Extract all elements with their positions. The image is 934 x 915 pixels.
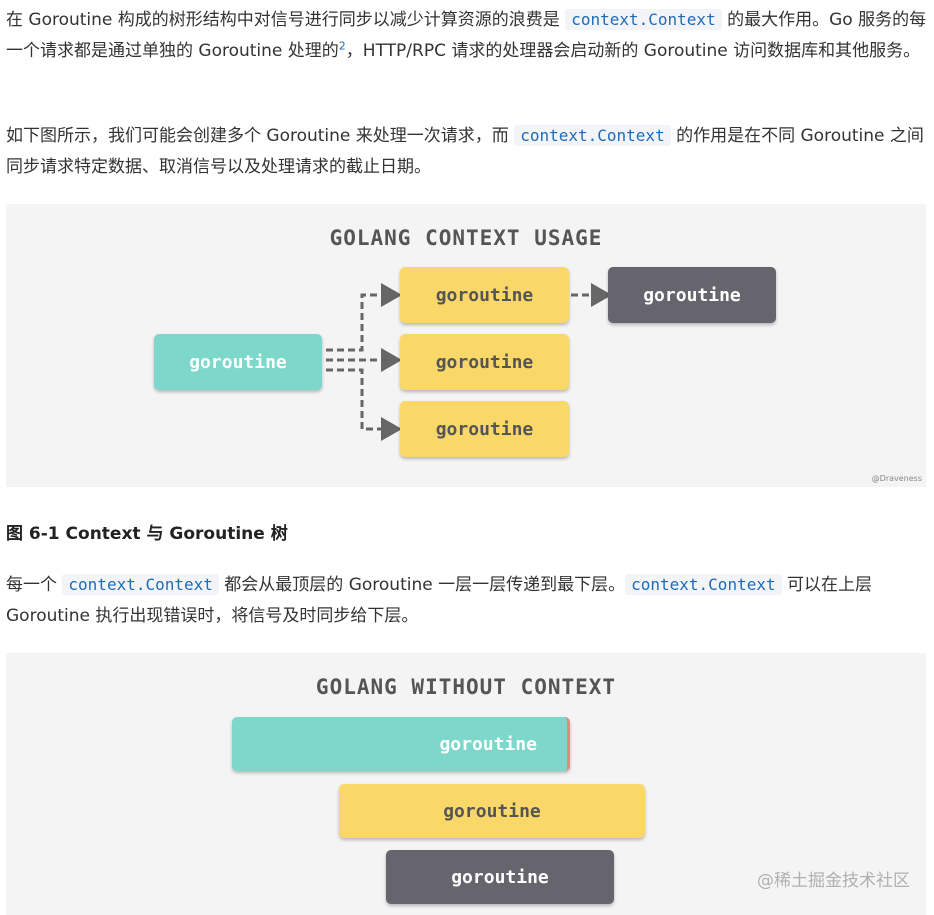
description-paragraph: 如下图所示，我们可能会创建多个 Goroutine 来处理一次请求，而 cont… xyxy=(6,125,924,177)
context-code-inline: context.Context xyxy=(625,574,782,595)
figure-caption: 图 6-1 Context 与 Goroutine 树 xyxy=(6,524,288,544)
context-code-inline: context.Context xyxy=(514,125,671,146)
root-goroutine: goroutine xyxy=(154,334,322,390)
site-watermark: @稀土掘金技术社区 xyxy=(757,871,910,891)
middle-goroutine: goroutine xyxy=(339,784,645,838)
propagation-paragraph: 每一个 context.Context 都会从最顶层的 Goroutine 一层… xyxy=(6,574,873,626)
context-code-inline: context.Context xyxy=(62,574,219,595)
child-goroutine-1: goroutine xyxy=(400,267,569,323)
context-code-inline: context.Context xyxy=(565,9,722,30)
grandchild-goroutine: goroutine xyxy=(608,267,776,323)
child-goroutine-2: goroutine xyxy=(400,334,569,390)
figure-title: GOLANG WITHOUT CONTEXT xyxy=(315,675,617,699)
child-goroutine-3: goroutine xyxy=(400,401,569,457)
intro-paragraph: 在 Goroutine 构成的树形结构中对信号进行同步以减少计算资源的浪费是 c… xyxy=(6,9,927,61)
top-goroutine: goroutine xyxy=(232,717,570,771)
arrows xyxy=(326,283,612,441)
context-usage-figure: GOLANG CONTEXT USAGE goroutine goroutine… xyxy=(6,204,926,487)
figure-title: GOLANG CONTEXT USAGE xyxy=(329,226,603,250)
without-context-figure: GOLANG WITHOUT CONTEXT goroutine gorouti… xyxy=(6,653,926,915)
footnote-ref[interactable]: 2 xyxy=(338,39,346,53)
arrow-to-child3 xyxy=(326,368,402,441)
arrow-to-child1 xyxy=(326,283,402,352)
bottom-goroutine: goroutine xyxy=(386,850,614,904)
figure-credit: @Draveness xyxy=(871,474,922,483)
